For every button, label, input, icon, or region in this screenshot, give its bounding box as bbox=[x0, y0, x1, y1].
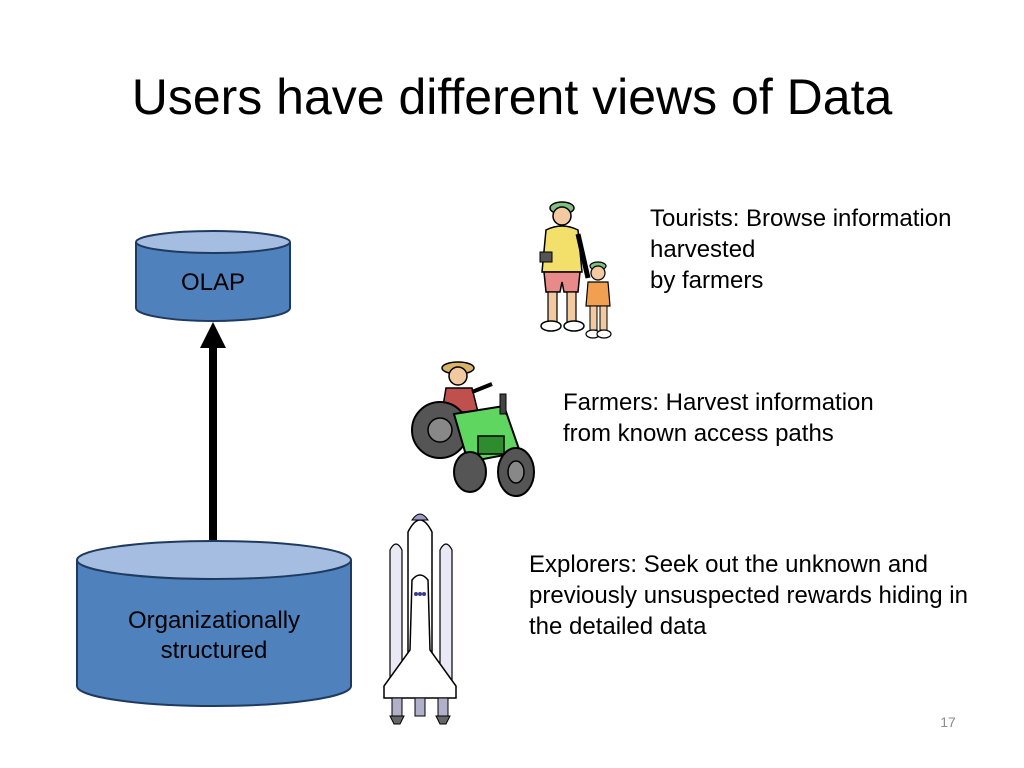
slide-title: Users have different views of Data bbox=[131, 69, 893, 125]
explorers-text-line3: the detailed data bbox=[529, 613, 707, 640]
farmers-text-line1: Farmers: Harvest information bbox=[563, 389, 874, 416]
organizational-label-line2: structured bbox=[160, 637, 268, 664]
tourists-text-line1: Tourists: Browse information bbox=[650, 205, 952, 232]
farmers-text-line2: from known access paths bbox=[563, 420, 834, 447]
organizational-label-line1: Organizationally bbox=[127, 607, 301, 634]
tourists-text-line3: by farmers bbox=[650, 267, 764, 294]
farmer-tractor-icon bbox=[411, 361, 535, 497]
tourists-clipart-icon bbox=[539, 201, 612, 339]
organizational-cylinder bbox=[76, 540, 352, 707]
space-shuttle-icon bbox=[383, 513, 457, 725]
explorers-text-line1: Explorers: Seek out the unknown and bbox=[529, 551, 928, 578]
tourists-text-line2: harvested bbox=[650, 236, 756, 263]
olap-label: OLAP bbox=[180, 269, 246, 296]
page-number: 17 bbox=[940, 714, 956, 730]
up-arrow bbox=[200, 322, 226, 558]
olap-cylinder bbox=[135, 230, 291, 322]
explorers-text-line2: previously unsuspected rewards hiding in bbox=[529, 582, 968, 609]
